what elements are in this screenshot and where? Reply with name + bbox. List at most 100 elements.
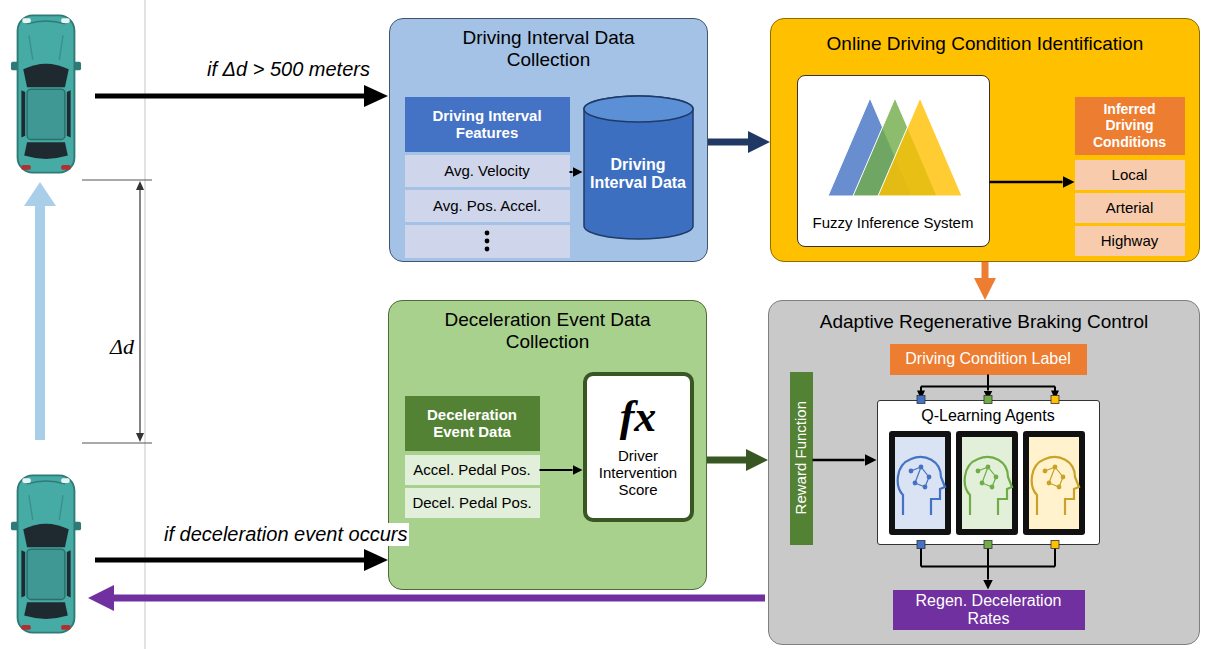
agent-icon — [889, 431, 951, 535]
travel-arrowhead — [24, 182, 56, 206]
panel-title: Deceleration Event Data Collection — [433, 309, 663, 353]
ellipsis-dots — [405, 225, 570, 258]
box-label: Avg. Velocity — [444, 162, 530, 179]
box-label: Inferred Driving Conditions — [1080, 101, 1180, 149]
label-box: Driving Condition Label — [890, 344, 1087, 375]
table-cell: Avg. Velocity — [405, 155, 570, 187]
database-cylinder: Driving Interval Data — [583, 95, 694, 240]
port-square — [917, 541, 925, 549]
feedback-arrowhead — [88, 585, 114, 611]
dot — [484, 230, 489, 235]
cylinder-body — [584, 96, 693, 239]
feedback-arrow — [112, 595, 765, 602]
dot — [484, 238, 489, 243]
circuit-line — [978, 467, 996, 487]
trigger-arrowhead — [364, 85, 388, 107]
output-box: Regen. Deceleration Rates — [893, 590, 1085, 631]
box-label: Driving Interval Features — [410, 107, 565, 142]
trigger-arrow — [95, 558, 366, 563]
box-label: Regen. Deceleration Rates — [898, 592, 1080, 629]
box-label: Driving Interval Data — [589, 156, 688, 193]
panel-title: Adaptive Regenerative Braking Control — [820, 311, 1148, 333]
function-symbol: fx — [620, 395, 657, 439]
box-label: Decel. Pedal Pos. — [412, 494, 531, 511]
function-box: fxDriver Intervention Score — [583, 372, 694, 522]
agent-box: Q-Learning Agents — [877, 400, 1100, 545]
icon-frame — [889, 431, 951, 535]
panel-title: Driving Interval Data Collection — [429, 27, 669, 71]
car-icon — [11, 15, 81, 172]
table-header: Inferred Driving Conditions — [1075, 97, 1185, 155]
cylinder-top — [584, 96, 693, 122]
table-header: Deceleration Event Data — [405, 396, 540, 451]
icon-ground — [895, 437, 945, 529]
agent-icon — [956, 431, 1018, 535]
head-outline — [1031, 457, 1078, 515]
dimension-line — [82, 180, 152, 181]
box-label: Fuzzy Inference System — [813, 214, 974, 231]
icon-frame — [1023, 431, 1085, 535]
dimension-line — [82, 443, 152, 444]
table-cell: Local — [1075, 160, 1185, 190]
dimension-line — [139, 188, 140, 435]
box-label: Arterial — [1106, 199, 1154, 216]
connector-arrow — [982, 262, 989, 278]
process-box: Fuzzy Inference System — [797, 75, 990, 247]
connector-arrow — [707, 457, 746, 464]
box-label: Deceleration Event Data — [410, 406, 535, 441]
trigger-label: if Δd > 500 meters — [205, 58, 372, 81]
circuit-line — [911, 467, 929, 487]
icon-ground — [1029, 437, 1079, 529]
table-cell: Arterial — [1075, 193, 1185, 223]
table-cell: Accel. Pedal Pos. — [405, 455, 540, 485]
port-square — [917, 396, 925, 404]
box-label: Reward Function — [792, 401, 809, 514]
branch-line — [921, 386, 1055, 388]
connector-arrow — [540, 469, 573, 471]
icon-ground — [962, 437, 1012, 529]
panel-title: Online Driving Condition Identification — [827, 33, 1144, 55]
box-label: Local — [1112, 166, 1148, 183]
section-panel: Fuzzy Inference System Inferred Driving C… — [770, 18, 1200, 262]
dimension-label: Δd — [108, 334, 136, 360]
box-label: Highway — [1101, 232, 1159, 249]
dimension-arrowhead — [136, 433, 144, 442]
travel-arrow — [35, 204, 45, 440]
port-square — [984, 541, 992, 549]
connector-arrow — [708, 139, 748, 146]
agent-icon — [1023, 431, 1085, 535]
branch-lines — [917, 387, 1059, 567]
port-square — [1051, 541, 1059, 549]
box-label: Accel. Pedal Pos. — [413, 461, 531, 478]
section-panel: Deceleration Event DataAccel. Pedal Pos.… — [388, 300, 707, 590]
membership-functions — [798, 76, 988, 206]
head-outline — [897, 457, 944, 515]
head-outline — [964, 457, 1011, 515]
box-label: Avg. Pos. Accel. — [433, 197, 541, 214]
circuit-line — [1045, 467, 1063, 487]
reward-bar: Reward Function — [790, 372, 813, 545]
box-label: Driving Condition Label — [905, 350, 1070, 368]
trigger-arrowhead — [364, 549, 388, 571]
connector-arrow — [570, 171, 573, 173]
section-panel: Driving Interval FeaturesAvg. VelocityAv… — [389, 18, 708, 262]
merge-line — [921, 566, 1055, 568]
trigger-arrow — [95, 94, 366, 99]
trigger-label: if deceleration event occurs — [162, 523, 409, 546]
port-square — [984, 396, 992, 404]
table-cell-ellipsis — [405, 225, 570, 258]
membership-triangle — [878, 98, 962, 196]
connector-arrow — [987, 375, 989, 391]
box-label: Driver Intervention Score — [593, 447, 684, 499]
box-label: Q-Learning Agents — [921, 407, 1054, 425]
port-square — [1051, 396, 1059, 404]
table-cell: Decel. Pedal Pos. — [405, 488, 540, 518]
car-icon — [11, 475, 81, 632]
dot — [484, 246, 489, 251]
section-panel: Driving Condition LabelReward Function Q-… — [768, 300, 1200, 645]
table-header: Driving Interval Features — [405, 97, 570, 152]
table-cell: Highway — [1075, 226, 1185, 256]
connector-arrow — [987, 545, 989, 580]
